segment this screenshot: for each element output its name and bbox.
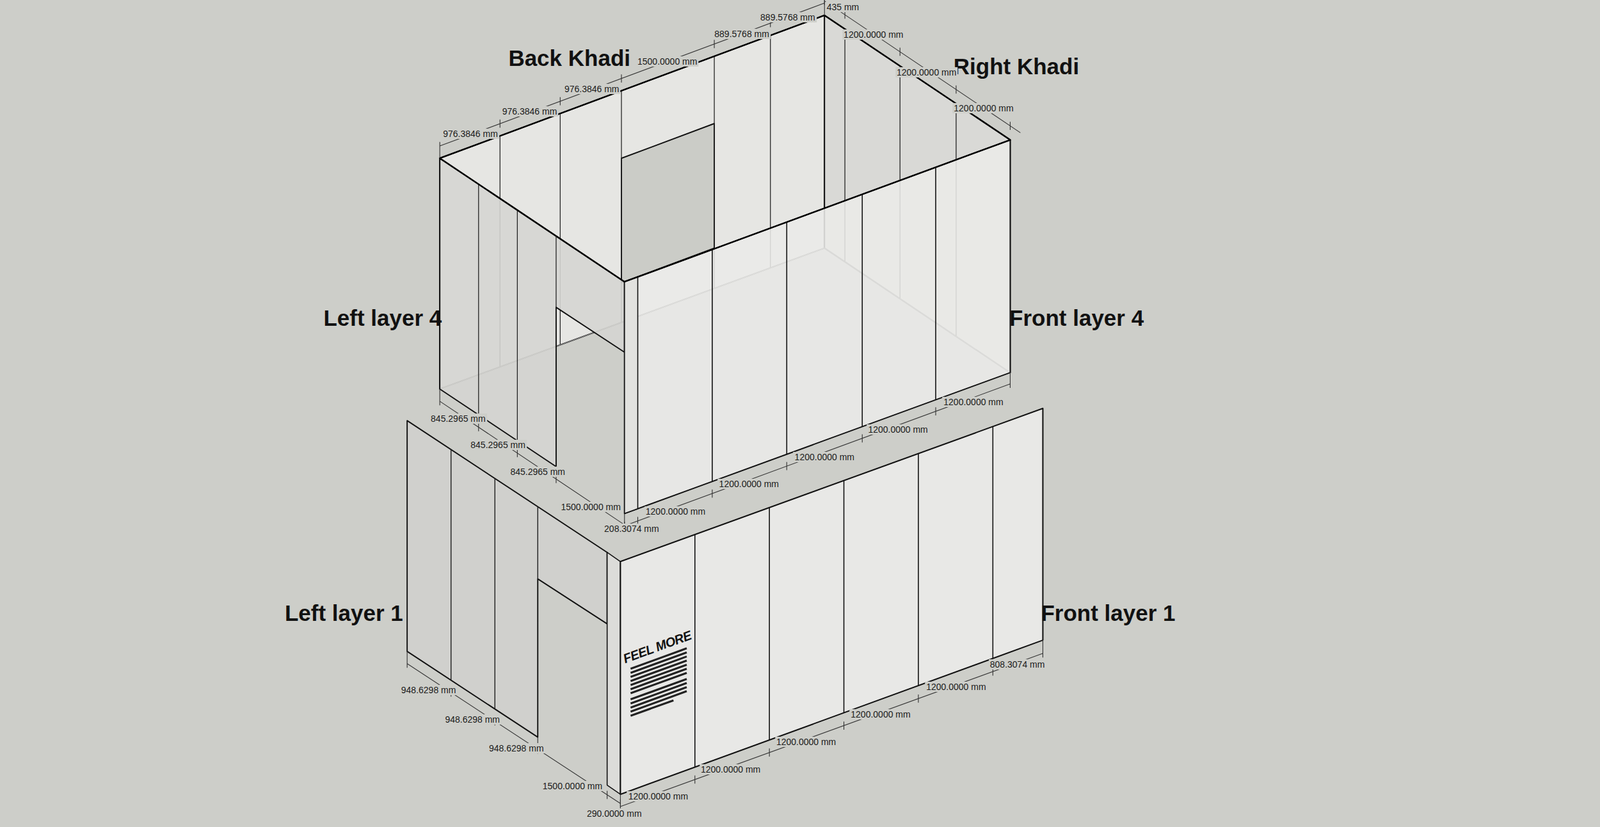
front-wall-layer-1 [620,408,1043,795]
dimension: 1500.0000 mm [541,780,604,792]
dimension: 948.6298 mm [400,684,458,696]
dimension: 1500.0000 mm [636,56,699,67]
front1-edge-strip [607,552,621,795]
part-name: Left layer 4 [323,305,442,331]
front4-panel-lines [712,167,936,482]
dimension: 435 mm [825,1,861,13]
dimension: 808.3074 mm [988,659,1047,670]
dimension: 208.3074 mm [602,523,661,534]
dimension: 1200.0000 mm [718,478,781,489]
dimension: 845.2965 mm [429,413,488,424]
dimension: 1200.0000 mm [895,67,958,78]
dim-left4 [439,389,625,530]
part-name: Front layer 4 [1009,305,1144,331]
dimension: 1500.0000 mm [559,501,622,512]
dimension: 976.3846 mm [501,106,559,117]
dimension: 1200.0000 mm [699,764,762,775]
dim-back [439,0,825,159]
dimension: 948.6298 mm [487,743,546,754]
top-edges [439,15,1010,282]
lower-structure [407,408,1043,795]
dimension: 1200.0000 mm [952,103,1015,114]
dimension: 1200.0000 mm [942,396,1005,408]
front4-edge-strip [624,277,639,514]
part-name: Left layer 1 [284,600,404,626]
dimension: 976.3846 mm [563,83,621,95]
dimension: 1200.0000 mm [775,736,838,747]
dimension: 845.2965 mm [469,439,527,450]
part-name: Right Khadi [953,53,1080,79]
front1-panel-lines [695,426,994,767]
dimension: 1200.0000 mm [627,791,690,802]
dimension: 889.5768 mm [759,12,817,23]
dimension: 1200.0000 mm [793,451,856,463]
dimension: 1200.0000 mm [644,506,707,517]
dimension: 845.2965 mm [508,466,567,477]
part-name: Back Khadi [508,45,631,72]
dimension: 1200.0000 mm [842,29,905,40]
dim-front4 [624,372,1011,530]
upper-structure [439,15,1010,514]
dim-left1 [407,651,621,808]
dimension: 1200.0000 mm [866,424,929,435]
dim-front1 [620,640,1043,811]
dimension: 1200.0000 mm [849,709,912,720]
dimension: 290.0000 mm [585,808,644,819]
dimension: 976.3846 mm [441,128,500,139]
left1-panel-lines [451,449,539,709]
dimension: 948.6298 mm [443,714,502,725]
dimension: 889.5768 mm [712,28,771,40]
dimension: 1200.0000 mm [924,681,987,692]
part-name: Front layer 1 [1040,600,1176,626]
left4-panel-lines [478,184,557,441]
dimension-lines [407,0,1043,811]
